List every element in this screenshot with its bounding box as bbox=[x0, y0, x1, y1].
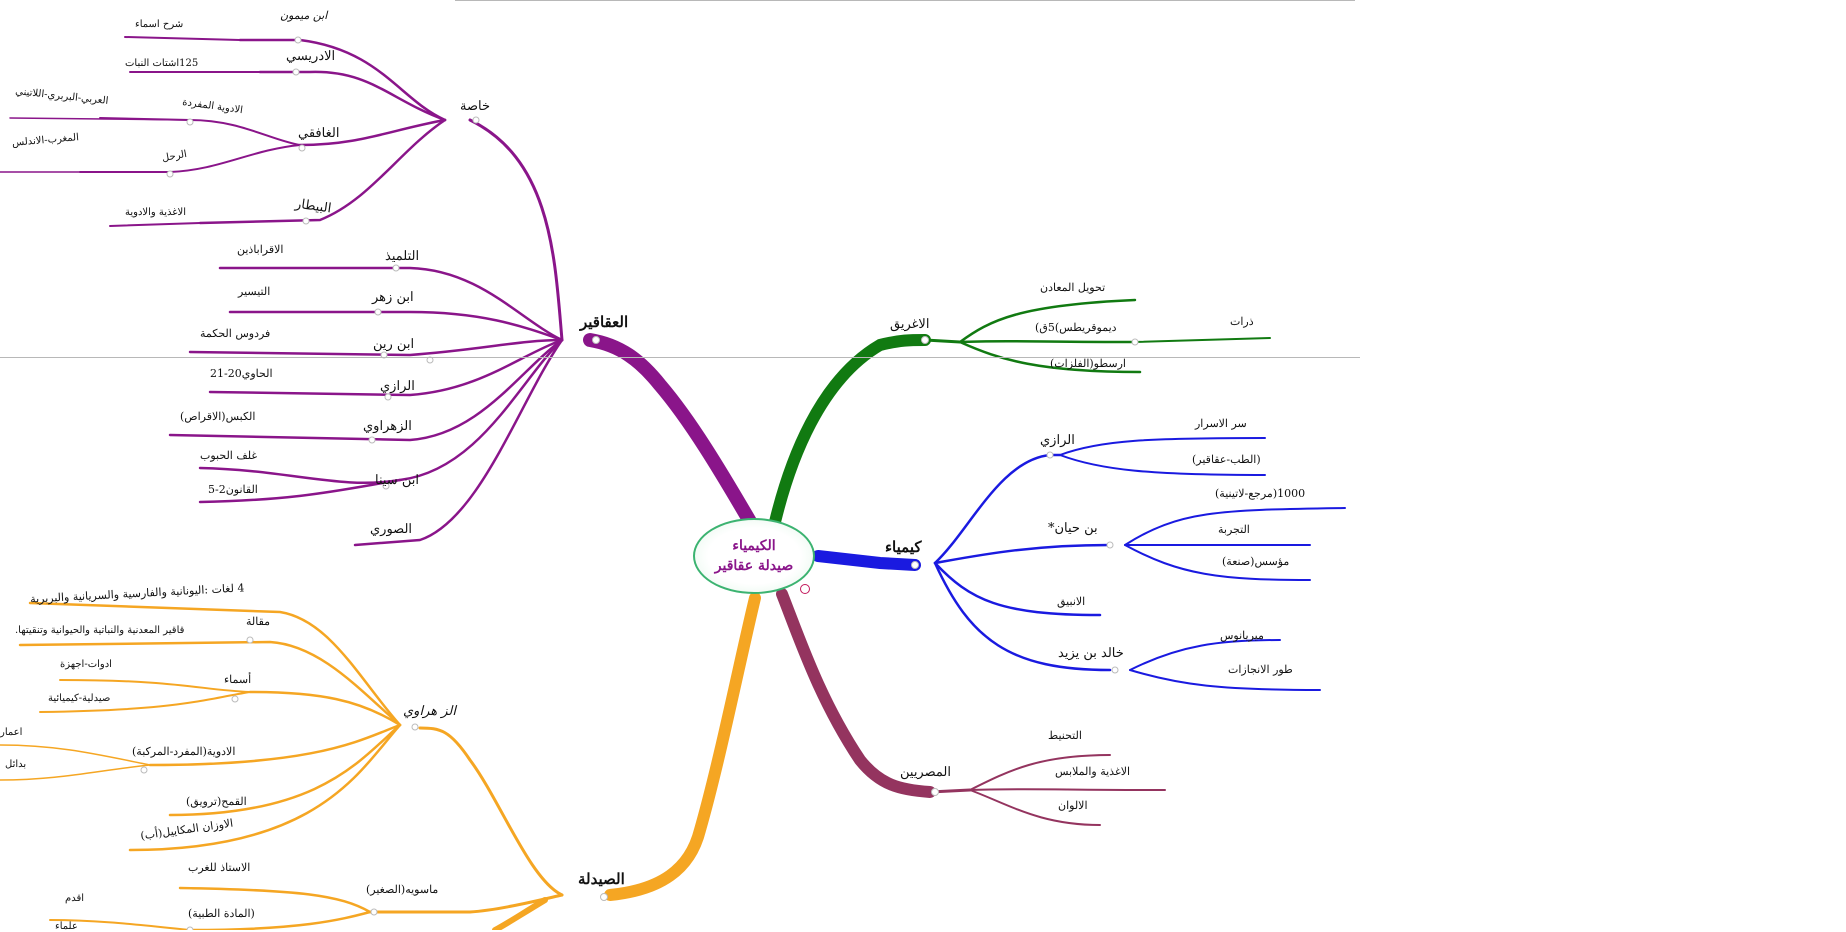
node-aqrabadhin[interactable]: الاقراباذين bbox=[237, 243, 284, 256]
central-topic-line1: الكيمياء bbox=[732, 538, 776, 554]
node-aristo[interactable]: ارسطو(الفلزات) bbox=[1050, 357, 1126, 370]
node-ghafiqi[interactable]: الغافقي bbox=[298, 126, 340, 141]
node-ighriq[interactable]: الاغريق bbox=[890, 317, 930, 332]
node-aghdhiya-malabis[interactable]: الاغذية والملابس bbox=[1055, 765, 1131, 778]
node-aghdhiya[interactable]: الاغذية والادوية bbox=[125, 207, 187, 218]
node-suri[interactable]: الصوري bbox=[370, 522, 413, 537]
node-tajriba[interactable]: التجربة bbox=[1218, 523, 1250, 536]
node-madda[interactable]: (المادة الطبية) bbox=[188, 907, 255, 920]
branch-aqaqir-lines bbox=[0, 36, 759, 547]
node-ibn-sina[interactable]: ابن سينا bbox=[375, 473, 419, 488]
node-dharrat[interactable]: ذرات bbox=[1230, 315, 1254, 328]
central-topic-line2: صيدلة عقاقير bbox=[714, 558, 794, 574]
node-ashtat[interactable]: 125اشتات النبات bbox=[125, 58, 199, 69]
node-hayyan[interactable]: بن حيان* bbox=[1048, 521, 1098, 536]
node-ulama[interactable]: علماء bbox=[55, 921, 78, 932]
node-maqala[interactable]: مقالة bbox=[246, 615, 271, 628]
central-topic[interactable]: الكيمياء صيدلة عقاقير bbox=[693, 518, 815, 594]
node-ghalf-hubub[interactable]: غلف الحبوب bbox=[200, 449, 258, 462]
node-sirr-asrar[interactable]: سر الاسرار bbox=[1195, 417, 1247, 430]
node-qanun[interactable]: القانون2-5 bbox=[208, 483, 258, 496]
node-ibn-rabn[interactable]: ابن رين bbox=[373, 337, 415, 352]
node-tibb-aqaqir[interactable]: (الطب-عقاقير) bbox=[1192, 453, 1261, 466]
node-misriyin[interactable]: المصريين bbox=[900, 765, 951, 780]
node-tilmidh[interactable]: التلميذ bbox=[385, 249, 420, 264]
top-rule bbox=[455, 0, 1355, 1]
node-saydaliya[interactable]: صيدلية-كيميائية bbox=[48, 693, 111, 704]
node-ustadh[interactable]: الاستاذ للغرب bbox=[188, 861, 251, 874]
node-badail[interactable]: بدائل bbox=[5, 759, 27, 770]
branch-misriyin-lines bbox=[776, 588, 1166, 826]
node-ibn-maymun[interactable]: ابن ميمون bbox=[280, 9, 328, 22]
node-aqaqir-madaniya[interactable]: قاقير المعدنية والنباتية والحيوانية وتنق… bbox=[15, 625, 185, 636]
node-razi-kimiya[interactable]: الرازي bbox=[1040, 433, 1075, 448]
node-dots bbox=[140, 36, 1139, 930]
node-ibn-zuhr[interactable]: ابن زهر bbox=[372, 290, 414, 305]
node-tahwil[interactable]: تحويل المعادن bbox=[1040, 281, 1106, 294]
node-adawat[interactable]: ادوات-اجهزة bbox=[60, 659, 112, 670]
node-kimiya[interactable]: كيمياء bbox=[885, 538, 922, 556]
node-aqaqir[interactable]: العقاقير bbox=[580, 313, 629, 331]
branch-kimiya-lines bbox=[812, 437, 1346, 691]
node-tahnit[interactable]: التحنيط bbox=[1048, 729, 1082, 742]
node-hawi[interactable]: الحاوي20-21 bbox=[210, 367, 273, 380]
node-alwan[interactable]: الالوان bbox=[1058, 799, 1088, 812]
node-asma[interactable]: أسماء bbox=[224, 673, 252, 686]
node-anbiq[interactable]: الانبيق bbox=[1057, 595, 1086, 608]
node-kabs[interactable]: الكبس(الاقراص) bbox=[180, 410, 256, 423]
node-saydala[interactable]: الصيدلة bbox=[578, 870, 625, 888]
node-adwiya-murakkaba[interactable]: الادوية(المفرد-المركبة) bbox=[132, 745, 236, 758]
node-aqdam[interactable]: اقدم bbox=[65, 893, 84, 904]
node-sharh-asma[interactable]: شرح اسماء bbox=[135, 19, 184, 30]
node-razi-aqaqir[interactable]: الرازي bbox=[380, 379, 415, 394]
branch-ighriq-lines bbox=[769, 298, 1271, 528]
node-muassis[interactable]: مؤسس(صنعة) bbox=[1222, 555, 1290, 568]
node-zahrawi-saydala[interactable]: الز هراوي bbox=[403, 704, 456, 719]
node-idrisi[interactable]: الادريسي bbox=[286, 49, 336, 64]
node-zahrawi-aqaqir[interactable]: الزهراوي bbox=[363, 419, 412, 434]
node-firdaws[interactable]: فردوس الحكمة bbox=[200, 327, 271, 340]
node-qamh[interactable]: القمح(ترويق) bbox=[186, 795, 247, 808]
hyperlink-marker-icon[interactable] bbox=[800, 584, 810, 594]
node-aamar[interactable]: اعمار bbox=[0, 727, 23, 738]
node-marja[interactable]: 1000(مرجع-لاتينية) bbox=[1215, 487, 1306, 500]
node-khassa[interactable]: خاصة bbox=[460, 99, 491, 114]
node-taysir[interactable]: التيسير bbox=[238, 285, 271, 298]
node-demokritos[interactable]: ديموقريطس)5ق) bbox=[1035, 321, 1117, 334]
node-miryanus[interactable]: ميريانوس bbox=[1220, 629, 1264, 642]
node-khalid[interactable]: خالد بن يزيد bbox=[1058, 646, 1124, 661]
mid-rule bbox=[0, 357, 1360, 358]
branch-saydala-lines bbox=[0, 592, 761, 930]
node-tawr[interactable]: طور الانجازات bbox=[1228, 663, 1293, 676]
node-masawayh[interactable]: ماسويه(الصغير) bbox=[366, 883, 439, 896]
